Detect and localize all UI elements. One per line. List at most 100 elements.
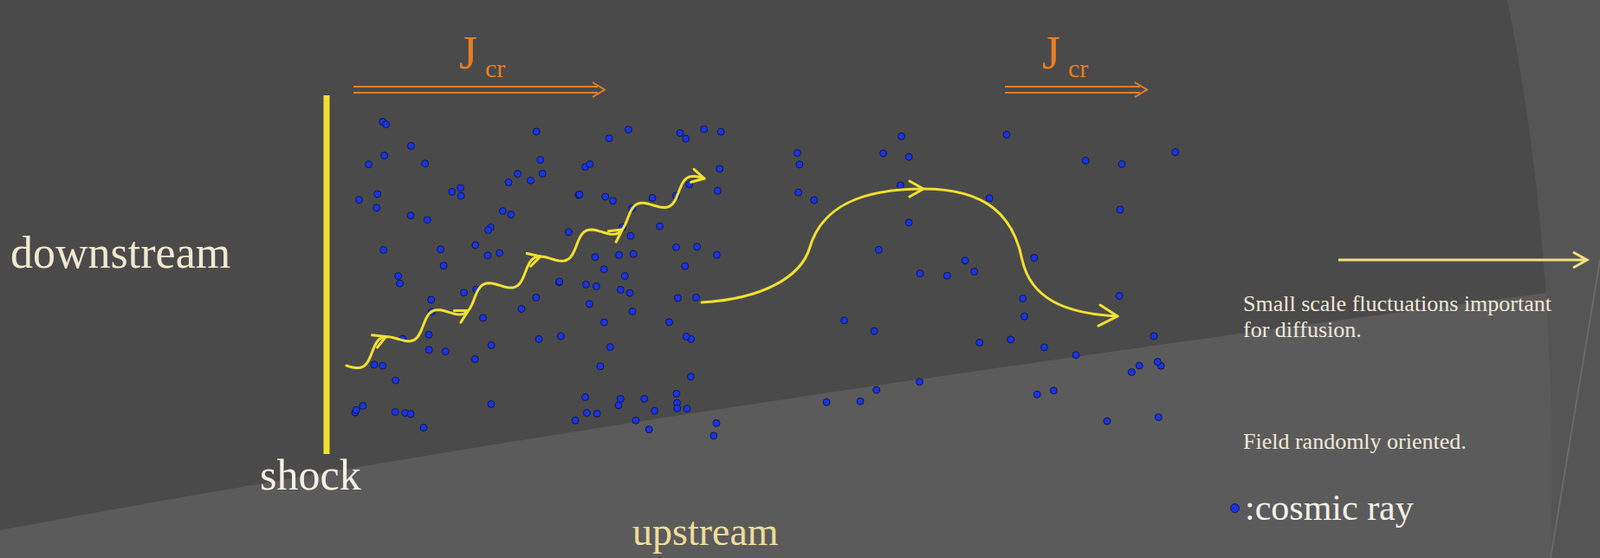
cosmic-ray-dot	[1007, 336, 1015, 344]
cosmic-ray-dot	[456, 184, 464, 192]
cosmic-ray-dot	[943, 272, 951, 279]
background-swoosh	[0, 285, 1600, 558]
cosmic-ray-dot	[421, 160, 429, 168]
cosmic-ray-dot	[420, 424, 428, 432]
region-label: downstream	[10, 226, 231, 279]
cosmic-ray-dot	[795, 188, 803, 196]
trajectories	[346, 168, 1118, 368]
current-symbol: J	[459, 25, 478, 80]
cosmic-ray-dot	[712, 251, 720, 259]
arrowhead	[909, 181, 924, 197]
cosmic-ray-dot	[374, 190, 382, 198]
cosmic-ray-dot	[479, 314, 487, 322]
arrowhead	[691, 168, 705, 182]
cosmic-ray-dot	[870, 327, 878, 335]
cosmic-ray-dot	[682, 135, 690, 143]
cosmic-ray-dot	[693, 243, 701, 251]
cosmic-ray-dot	[1103, 417, 1111, 425]
cosmic-ray-dot	[484, 226, 492, 234]
cosmic-ray-dot	[621, 272, 629, 280]
current-subscript: cr	[1068, 53, 1089, 85]
cosmic-ray-dot	[487, 400, 495, 408]
cosmic-ray-dot	[381, 152, 389, 160]
cosmic-ray-dot	[961, 257, 969, 265]
cosmic-ray-dot	[880, 149, 888, 157]
cosmic-ray-dot	[602, 193, 609, 201]
cosmic-ray-dot	[1033, 390, 1041, 398]
arrowhead	[1098, 304, 1118, 326]
cosmic-ray-dot	[457, 192, 465, 200]
cosmic-ray-dot	[1072, 351, 1080, 359]
cosmic-ray-dot	[1127, 368, 1135, 376]
cosmic-ray-dot	[648, 194, 656, 201]
cosmic-ray-dot	[437, 246, 445, 253]
cosmic-ray-dot	[532, 293, 540, 301]
cosmic-ray-dot	[641, 395, 648, 402]
cosmic-ray-dot	[496, 249, 504, 257]
cosmic-ray-dot	[898, 132, 906, 140]
cosmic-ray-dot	[526, 176, 534, 184]
cosmic-ray-dot	[700, 125, 708, 133]
note: Field randomly oriented.	[1243, 428, 1467, 455]
cosmic-ray-dot	[1150, 332, 1158, 340]
cosmic-ray-dot	[425, 346, 433, 354]
cosmic-ray-dot	[608, 197, 616, 205]
cosmic-ray-dot	[1003, 130, 1011, 138]
cosmic-ray-dot	[1153, 358, 1161, 366]
cosmic-ray-dot	[626, 289, 634, 297]
cosmic-ray-dot	[616, 285, 624, 293]
cosmic-ray-dot	[985, 194, 993, 202]
current-subscript: cr	[485, 53, 506, 85]
cosmic-ray-dot	[379, 362, 387, 370]
cosmic-ray-dot	[441, 348, 449, 356]
cosmic-ray-dot	[392, 376, 400, 384]
cosmic-ray-dot	[556, 278, 564, 286]
cosmic-ray-dot	[905, 153, 913, 161]
cosmic-ray-dot	[971, 267, 979, 275]
diffusive-trajectory	[346, 175, 705, 368]
cosmic-ray-dot	[585, 300, 593, 308]
cosmic-ray-dot	[793, 149, 801, 157]
cosmic-ray-dot	[1030, 254, 1038, 262]
cosmic-ray-dot	[365, 161, 373, 169]
cosmic-ray-dot	[505, 178, 512, 186]
cosmic-ray-dot	[592, 282, 600, 290]
cosmic-ray-dot	[712, 419, 720, 427]
cosmic-ray-dot	[606, 343, 614, 351]
cosmic-ray-dot	[674, 294, 682, 302]
cosmic-ray-dot	[1115, 292, 1123, 300]
cosmic-ray-dot	[976, 338, 984, 346]
cosmic-ray-dot	[1118, 160, 1126, 168]
cosmic-ray-dot	[1019, 295, 1027, 303]
cosmic-ray-dot	[874, 246, 882, 253]
legend-entry: :cosmic ray	[1230, 486, 1414, 529]
cosmic-ray-dot	[537, 156, 545, 164]
cosmic-ray-dot	[600, 265, 608, 273]
arrowhead	[453, 310, 468, 323]
cosmic-ray-dot	[673, 243, 681, 251]
field-arrow	[1338, 259, 1586, 262]
cosmic-ray-dot	[1021, 312, 1029, 320]
cosmic-ray-dot	[1172, 148, 1179, 156]
cosmic-ray-dot	[916, 378, 924, 386]
cosmic-ray-dot	[564, 228, 572, 236]
cosmic-ray-dot	[615, 251, 623, 259]
cosmic-ray-dot	[713, 187, 721, 195]
cosmic-ray-dot	[624, 125, 632, 133]
cosmic-ray-dot	[1154, 414, 1162, 422]
legend-swatch	[1230, 503, 1240, 513]
cosmic-ray-dot	[1040, 343, 1048, 351]
cosmic-ray-dot	[391, 408, 399, 415]
cosmic-ray-dot	[710, 432, 718, 440]
current-arrow	[1004, 82, 1147, 98]
cosmic-ray-dot	[576, 190, 583, 198]
cosmic-ray-dot	[841, 317, 849, 324]
cosmic-ray-dot	[645, 426, 653, 434]
cosmic-ray-dot	[359, 402, 367, 410]
cosmic-ray-dot	[514, 170, 522, 178]
note: Small scale fluctuations important for d…	[1243, 291, 1564, 344]
cosmic-ray-dot	[615, 401, 622, 409]
cosmic-ray-dot	[686, 373, 694, 381]
cosmic-ray-dot	[796, 161, 804, 169]
cosmic-ray-dot	[535, 335, 543, 343]
